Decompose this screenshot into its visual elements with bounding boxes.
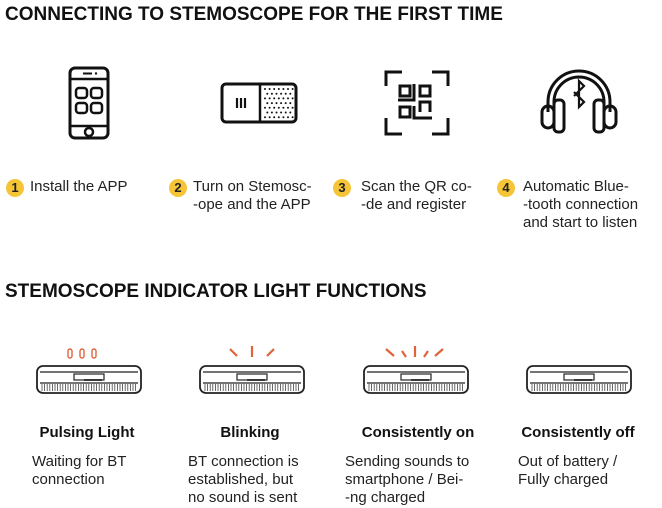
section-title-connecting: CONNECTING TO STEMOSCOPE FOR THE FIRST T…: [5, 4, 503, 25]
step-text: Turn on Stemosc- -ope and the APP: [193, 178, 312, 213]
step-number-badge: 1: [6, 179, 24, 197]
step-2: 2 Turn on Stemosc- -ope and the APP: [169, 178, 312, 214]
mode-description: BT connection is established, but no sou…: [188, 453, 299, 506]
mode-description: Sending sounds to smartphone / Bei- -ng …: [345, 453, 470, 506]
mode-title: Pulsing Light: [39, 424, 135, 441]
stemoscope-indicator-icon: [363, 346, 469, 394]
stemoscope-indicator-icon: [526, 365, 632, 394]
step-4: 4 Automatic Blue- -tooth connection and …: [497, 178, 638, 232]
step-text: Scan the QR co- -de and register: [361, 178, 472, 213]
smartphone-icon: [68, 66, 110, 140]
mode-title: Blinking: [220, 424, 280, 441]
device-pulsing: [36, 340, 142, 401]
mode-description: Out of battery / Fully charged: [518, 453, 618, 488]
device-blinking: [199, 340, 305, 401]
device-on: [363, 340, 469, 401]
stemoscope-indicator-icon: [199, 346, 305, 394]
step-text: Install the APP: [30, 178, 128, 195]
step-number-badge: 4: [497, 179, 515, 197]
step-number-badge: 2: [169, 179, 187, 197]
step-text: Automatic Blue- -tooth connection and st…: [523, 178, 639, 231]
mode-title: Consistently off: [521, 424, 635, 441]
section-title-indicator: STEMOSCOPE INDICATOR LIGHT FUNCTIONS: [5, 281, 427, 302]
stemoscope-indicator-icon: [36, 348, 142, 394]
device-off: [526, 340, 632, 401]
bluetooth-headphones-icon: [540, 69, 618, 134]
mode-title: Consistently on: [361, 424, 475, 441]
step-number-badge: 3: [333, 179, 351, 197]
qr-scan-icon: [384, 70, 450, 136]
stemoscope-device-icon: [220, 82, 298, 124]
step-1: 1 Install the APP: [6, 178, 128, 197]
step-3: 3 Scan the QR co- -de and register: [333, 178, 472, 214]
mode-description: Waiting for BT connection: [32, 453, 127, 488]
